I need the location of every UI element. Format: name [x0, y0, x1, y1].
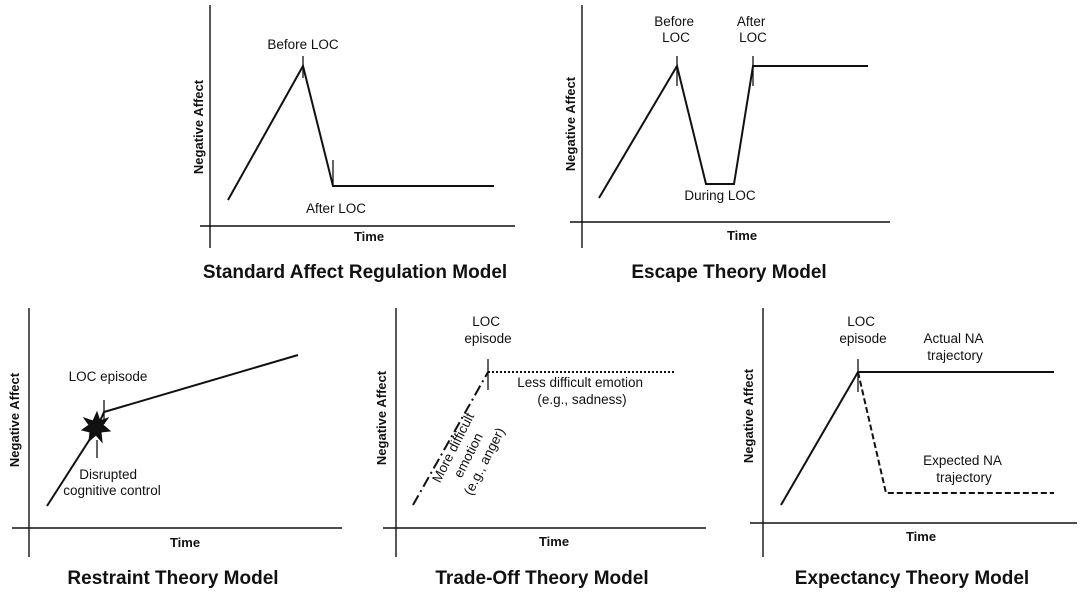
affect-trajectory — [227, 63, 494, 201]
loc-episode-label: LOC episode — [839, 314, 886, 346]
panel-title: Trade-Off Theory Model — [435, 568, 648, 589]
panel-escape-theory: Before LOC After LOC During LOC Negative… — [563, 5, 890, 283]
expected-na-label: Expected NA trajectory — [923, 453, 1005, 485]
before-loc-label: Before LOC — [654, 14, 698, 45]
y-axis-title: Negative Affect — [191, 79, 206, 174]
disrupted-control-label: Disrupted cognitive control — [63, 467, 161, 498]
after-loc-label: After LOC — [737, 14, 769, 45]
panel-title: Standard Affect Regulation Model — [203, 262, 507, 283]
panel-trade-off-theory: LOC episode Less difficult emotion (e.g.… — [374, 308, 706, 589]
less-difficult-emotion-label: Less difficult emotion (e.g., sadness) — [517, 375, 647, 407]
after-loc-label: After LOC — [306, 201, 366, 216]
y-axis-title: Negative Affect — [374, 370, 389, 465]
more-difficult-emotion-line — [412, 371, 489, 506]
panel-title: Expectancy Theory Model — [795, 568, 1029, 589]
y-axis-title: Negative Affect — [741, 368, 756, 463]
loc-episode-label: LOC episode — [464, 314, 511, 346]
y-axis-title: Negative Affect — [7, 372, 22, 467]
expected-na-trajectory-line — [857, 371, 1054, 494]
during-loc-label: During LOC — [684, 188, 756, 203]
y-axis-title: Negative Affect — [563, 76, 578, 171]
panel-expectancy-theory: LOC episode Actual NA trajectory Expecte… — [741, 308, 1077, 589]
panel-title: Escape Theory Model — [631, 262, 826, 283]
panel-standard-affect-regulation: Before LOC After LOC Negative Affect Tim… — [191, 5, 515, 283]
more-difficult-emotion-label: More difficult emotion (e.g., anger) — [429, 407, 509, 501]
affect-trajectory — [598, 63, 868, 199]
loc-episode-burst-icon — [80, 410, 112, 444]
panel-restraint-theory: LOC episode Disrupted cognitive control … — [7, 308, 342, 589]
actual-na-label: Actual NA trajectory — [923, 331, 986, 363]
x-axis-title: Time — [906, 529, 936, 544]
actual-na-trajectory-line — [780, 371, 1054, 506]
affect-trajectory — [46, 354, 299, 507]
x-axis-title: Time — [727, 228, 757, 243]
panel-title: Restraint Theory Model — [67, 568, 278, 589]
x-axis-title: Time — [539, 534, 569, 549]
loc-episode-label: LOC episode — [69, 369, 148, 384]
before-loc-label: Before LOC — [267, 37, 339, 52]
x-axis-title: Time — [354, 229, 384, 244]
x-axis-title: Time — [170, 535, 200, 550]
